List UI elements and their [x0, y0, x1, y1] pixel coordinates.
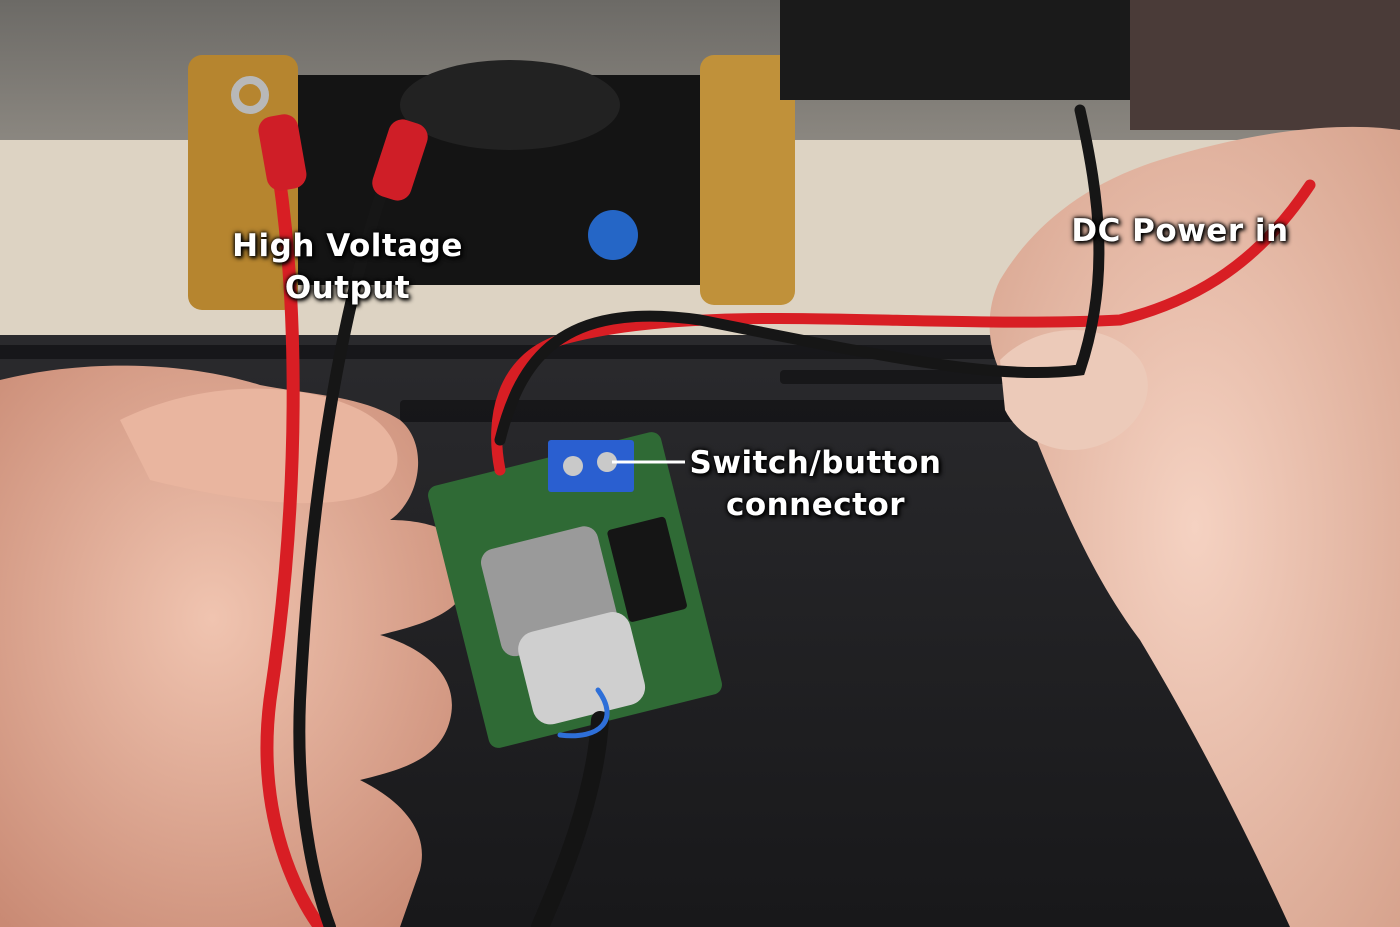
blue-screw-terminal: [548, 440, 634, 492]
output-wire-black: [531, 711, 609, 927]
background-shelf-right: [1130, 0, 1400, 130]
high-voltage-output-label: High Voltage Output: [215, 225, 480, 309]
dc-wire-red: [491, 179, 1316, 476]
coil-winding: [518, 612, 646, 725]
hv-wire-black: [293, 149, 401, 927]
dc-power-label-text: DC Power in: [1071, 213, 1289, 249]
high-voltage-label-line2: Output: [284, 270, 411, 306]
right-thumb: [1000, 330, 1148, 451]
hv-wire-red: [260, 143, 327, 927]
ring-terminals: [231, 76, 428, 201]
dc-power-in-label: DC Power in: [1055, 210, 1305, 252]
heatsink-transistor: [607, 516, 687, 622]
wires: [260, 104, 1316, 927]
switch-button-connector-label: Switch/button connector: [678, 442, 953, 526]
switch-label-line1: Switch/button: [689, 445, 942, 481]
output-wire-blue: [557, 687, 610, 739]
ring-terminal-left: [231, 76, 269, 114]
terminal-screw-2: [597, 452, 617, 472]
left-hand: [0, 365, 472, 927]
background-blue-knob: [588, 210, 638, 260]
dc-wire-black: [494, 104, 1105, 446]
red-sleeve-left: [258, 114, 307, 191]
terminal-screw-1: [563, 456, 583, 476]
red-sleeve-right: [372, 119, 428, 201]
pcb-board: [428, 432, 722, 748]
background-wood-block-right: [700, 55, 795, 305]
high-voltage-label-line1: High Voltage: [232, 228, 463, 264]
background-speaker: [400, 60, 620, 150]
switch-label-line2: connector: [725, 487, 906, 523]
